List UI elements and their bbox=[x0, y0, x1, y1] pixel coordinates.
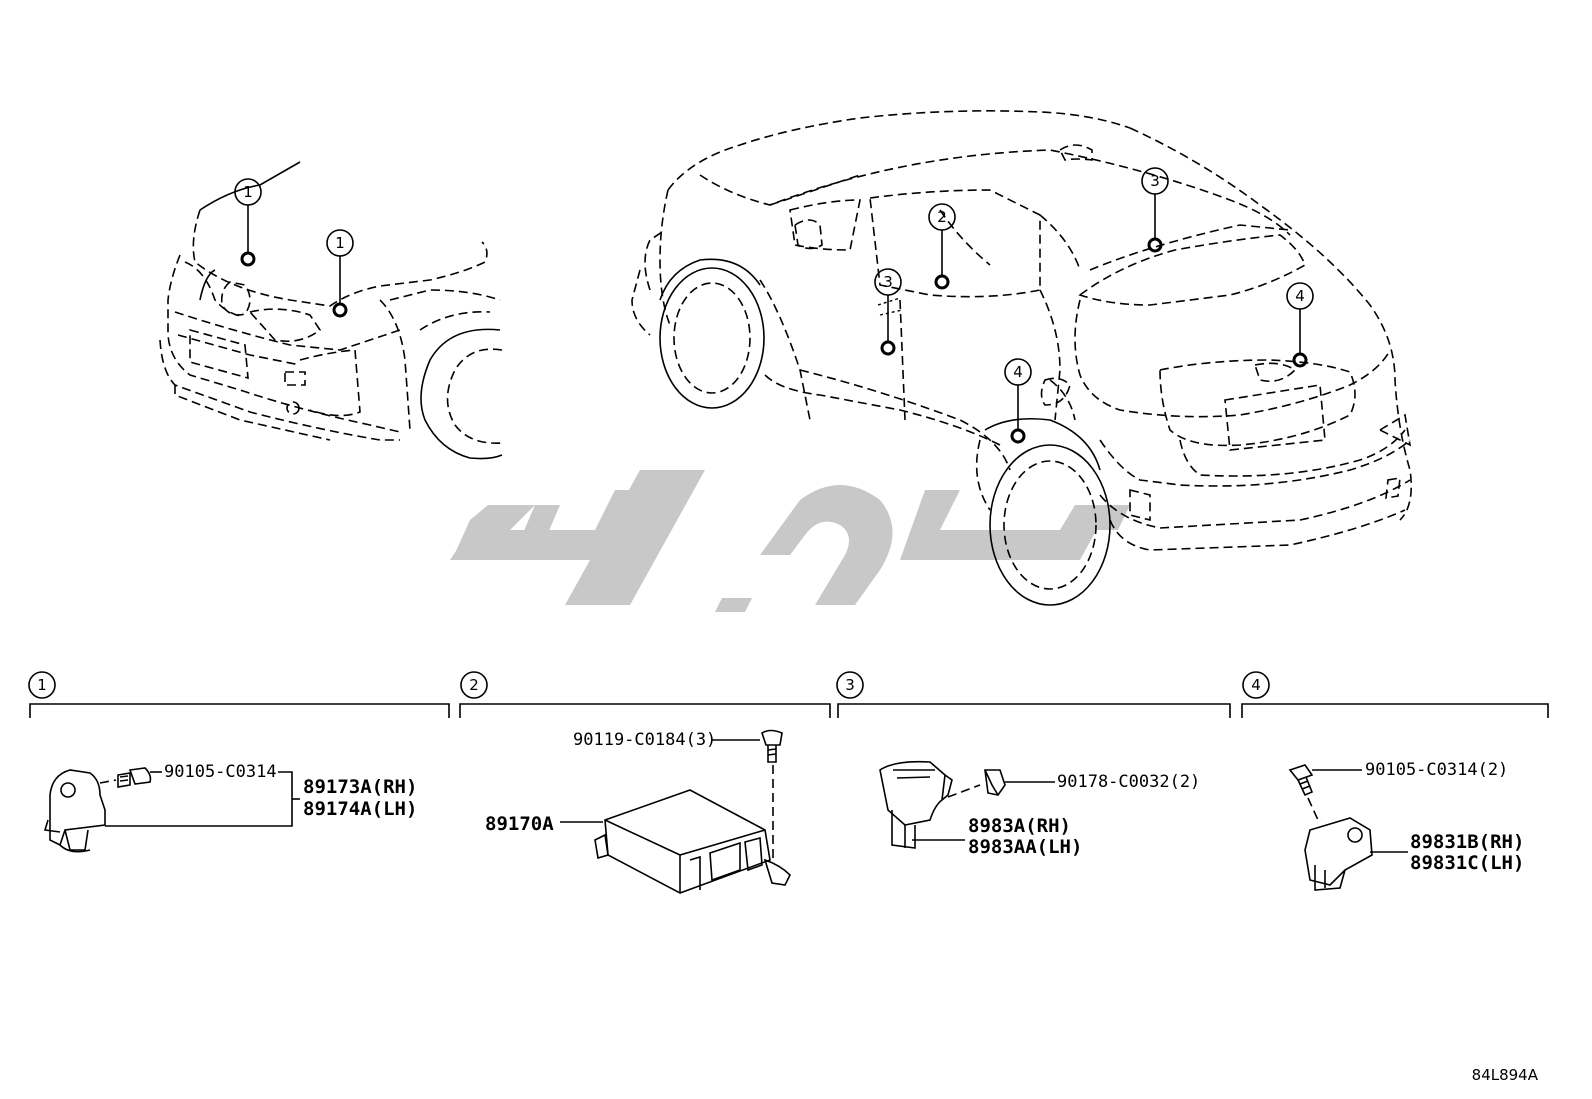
callout-1-label: 1 bbox=[243, 183, 253, 201]
callout-4b-label: 4 bbox=[1295, 287, 1305, 305]
part-8983a-rh: 8983A(RH) bbox=[968, 815, 1071, 837]
group-1-parts: 90105-C0314 89173A(RH) 89174A(LH) bbox=[43, 762, 417, 853]
bolt-icon bbox=[761, 729, 783, 763]
callout-4a-label: 4 bbox=[1013, 363, 1023, 381]
group-4-label: 4 bbox=[1251, 676, 1261, 694]
part-89173a-rh: 89173A(RH) bbox=[303, 776, 417, 798]
part-90178-c0032: 90178-C0032(2) bbox=[1057, 772, 1200, 792]
part-90105-c0314: 90105-C0314 bbox=[164, 762, 277, 782]
part-89831c-lh: 89831C(LH) bbox=[1410, 852, 1524, 874]
part-90119-c0184: 90119-C0184(3) bbox=[573, 730, 716, 750]
group-3-parts: 90178-C0032(2) 8983A(RH) 8983AA(LH) bbox=[879, 760, 1200, 858]
part-90105-c0314-2: 90105-C0314(2) bbox=[1365, 760, 1508, 780]
callout-1b-label: 1 bbox=[335, 234, 345, 252]
group-4-parts: 90105-C0314(2) 89831B(RH) 89831C(LH) bbox=[1288, 760, 1524, 891]
front-car-view: 1 1 bbox=[159, 161, 503, 460]
bolt-icon bbox=[1288, 764, 1314, 797]
rear-car-view: 2 3 3 4 4 bbox=[631, 110, 1413, 606]
callout-2-label: 2 bbox=[937, 208, 947, 226]
group-1-label: 1 bbox=[37, 676, 47, 694]
part-8983aa-lh: 8983AA(LH) bbox=[968, 836, 1082, 858]
callout-3a-label: 3 bbox=[883, 273, 893, 291]
part-89174a-lh: 89174A(LH) bbox=[303, 798, 417, 820]
watermark-logo bbox=[450, 470, 1130, 612]
group-brackets: 1 2 3 4 bbox=[28, 671, 1549, 718]
group-2-parts: 90119-C0184(3) 89170A bbox=[485, 729, 791, 894]
callout-1b-circle bbox=[326, 229, 354, 257]
part-89170a: 89170A bbox=[485, 813, 554, 835]
part-89831b-rh: 89831B(RH) bbox=[1410, 831, 1524, 853]
callout-3b-label: 3 bbox=[1150, 172, 1160, 190]
diagram-ref-code: 84L894A bbox=[1472, 1066, 1539, 1084]
bolt-icon bbox=[117, 767, 152, 788]
clip-icon bbox=[984, 769, 1006, 796]
group-3-label: 3 bbox=[845, 676, 855, 694]
group-2-label: 2 bbox=[469, 676, 479, 694]
callout-1-circle bbox=[234, 178, 262, 206]
